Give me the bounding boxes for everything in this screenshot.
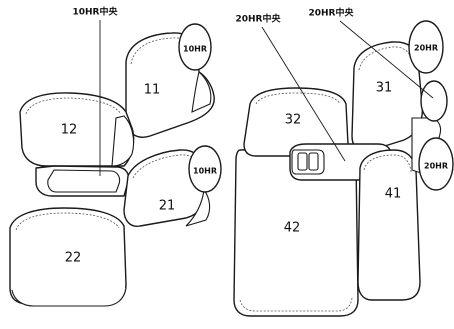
callout-20hr-center-left-label: 20HR中央 [236,13,282,25]
part-label-11: 11 [144,83,161,98]
part-label-32: 32 [285,113,302,128]
part-label-31: 31 [376,81,393,96]
headrest-20hr-middle-shape [421,81,447,121]
cupholder-left-slot [298,153,307,170]
part-label-21: 21 [159,199,176,214]
callout-10hr-center-label: 10HR中央 [73,6,119,18]
headrest-label-20hr-lower: 20HR [424,162,448,171]
headrest-label-10hr-top: 10HR [183,45,207,54]
part-label-42: 42 [284,221,301,236]
center-strip-10hr-pad [48,170,120,192]
right-seat-group [234,21,453,316]
headrest-label-20hr-top: 20HR [414,44,438,53]
part-label-22: 22 [65,251,82,266]
callout-20hr-center-right-label: 20HR中央 [309,7,355,19]
part-label-41: 41 [385,187,402,202]
part-label-12: 12 [61,123,78,138]
cupholder-right-slot [309,153,318,170]
headrest-label-10hr-lower: 10HR [193,167,217,176]
seat-part-41-shape [358,150,420,300]
left-seat-group [10,24,221,306]
seat-part-22-front-edge [12,288,126,306]
armrest-cupholder-recess [292,150,324,174]
